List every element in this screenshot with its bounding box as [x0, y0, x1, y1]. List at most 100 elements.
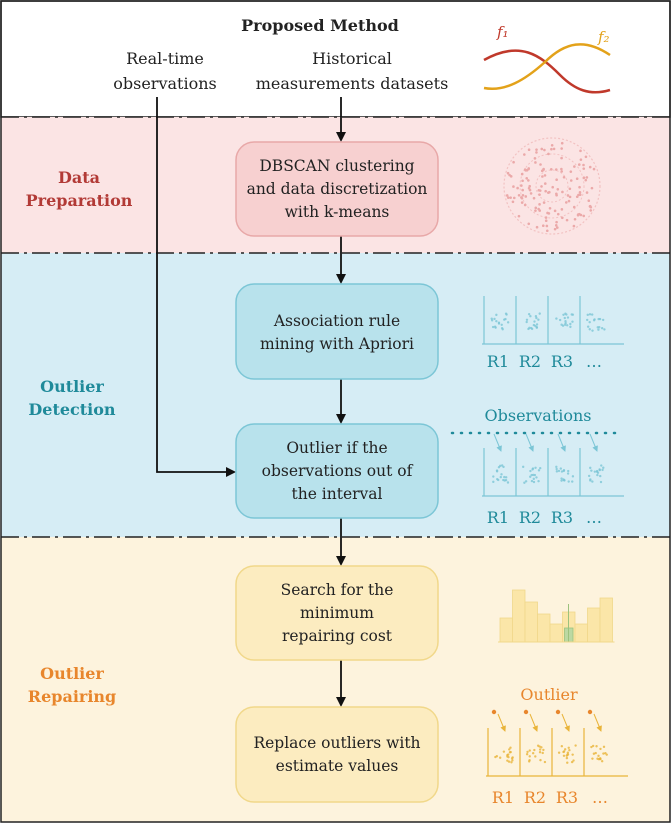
- panel-dot: [503, 318, 506, 321]
- panel-dot: [502, 750, 506, 753]
- cluster-dot: [506, 171, 510, 175]
- cluster-dot: [576, 213, 580, 216]
- box-outlier-check-line1: Outlier if the: [286, 439, 387, 457]
- panel-dot: [566, 472, 570, 475]
- panel-dot: [493, 317, 496, 321]
- panel-dot: [532, 473, 535, 477]
- cluster-dot: [560, 167, 563, 171]
- panel-dot: [530, 326, 533, 330]
- histogram-bar: [524, 601, 538, 643]
- realtime-label-2: observations: [113, 74, 216, 93]
- rule-label-r3-bot: R3: [556, 788, 578, 807]
- cluster-scatter-illustration: [503, 137, 601, 235]
- panel-dot: [534, 755, 537, 758]
- box-search-line1: Search for the: [281, 581, 394, 599]
- panel-dot: [596, 757, 599, 760]
- f1-label: f₁: [496, 23, 509, 41]
- panel-dot: [511, 759, 514, 762]
- cluster-dot: [555, 226, 559, 229]
- page-title: Proposed Method: [241, 16, 399, 35]
- panel-dot: [595, 469, 599, 473]
- arrow-realtime-to-check: [156, 97, 236, 477]
- cluster-dot: [543, 174, 547, 177]
- cluster-dot: [560, 147, 563, 150]
- cluster-dot: [538, 203, 541, 206]
- cluster-dot: [543, 182, 547, 185]
- panel-dot: [568, 748, 571, 752]
- cluster-dot: [508, 173, 511, 177]
- cluster-dot: [509, 196, 512, 199]
- panel-dot: [503, 475, 506, 479]
- panel-arrow: [529, 713, 538, 732]
- panel-dot: [531, 467, 535, 470]
- outlier-dot: [523, 709, 529, 715]
- cluster-dot: [582, 176, 586, 179]
- panel-dot: [586, 325, 590, 328]
- panel-dot: [532, 480, 536, 484]
- panel-dot: [528, 749, 531, 752]
- panel-dot: [557, 469, 561, 473]
- panel-dot: [495, 754, 499, 758]
- box-dbscan-line2: and data discretization: [247, 180, 428, 198]
- rule-label-more-top: …: [586, 352, 602, 371]
- panel-arrow: [589, 433, 598, 452]
- panel-dot: [595, 745, 598, 748]
- historical-label-1: Historical: [312, 49, 392, 68]
- panel-dot: [555, 317, 558, 320]
- rule-label-r3-mid: R3: [551, 508, 573, 527]
- panel-dot: [566, 316, 570, 319]
- cluster-dot: [588, 165, 592, 169]
- cluster-dot: [561, 190, 564, 194]
- cluster-dot: [579, 149, 582, 153]
- panel-dot: [491, 325, 495, 329]
- rule-label-more-mid: …: [586, 508, 602, 527]
- cluster-dot: [582, 167, 586, 170]
- historical-label-2: measurements datasets: [256, 74, 449, 93]
- histogram-bar: [574, 623, 588, 643]
- cluster-dot: [544, 216, 548, 219]
- panel-dot: [598, 326, 601, 329]
- panel-dot: [509, 750, 512, 754]
- panel-dot: [600, 327, 604, 330]
- cluster-dot: [535, 225, 539, 229]
- header-band: [0, 0, 671, 118]
- rule-label-more-bot: …: [592, 788, 608, 807]
- realtime-label-1: Real-time: [126, 49, 204, 68]
- section-outlier-repairing-2: Repairing: [28, 687, 116, 706]
- section-outlier-detection-2: Detection: [28, 400, 116, 419]
- panel-dot: [592, 319, 596, 322]
- panel-dot: [537, 318, 540, 321]
- rule-label-r2-mid: R2: [519, 508, 541, 527]
- cluster-dot: [587, 199, 591, 203]
- panel-dot: [526, 750, 529, 754]
- panel-arrow: [497, 713, 506, 732]
- panel-dot: [506, 759, 509, 762]
- cluster-dot: [582, 163, 585, 167]
- box-outlier-check: Outlier if the observations out of the i…: [235, 423, 439, 519]
- panel-dot: [562, 754, 566, 757]
- panel-arrow: [561, 713, 570, 732]
- cluster-dot: [584, 155, 588, 159]
- panel-dot: [533, 320, 536, 323]
- panel-dot: [586, 313, 589, 317]
- panel-dot: [534, 315, 538, 318]
- panel-dot: [590, 469, 593, 472]
- panel-dot: [527, 312, 531, 316]
- panel-dot: [589, 479, 592, 482]
- rule-label-r2-bot: R2: [524, 788, 546, 807]
- panel-dot: [566, 761, 569, 764]
- panel-dot: [538, 312, 541, 315]
- cluster-dot: [548, 206, 552, 210]
- cluster-dot: [539, 163, 542, 166]
- panel-dot: [563, 479, 566, 482]
- cluster-dot: [551, 185, 555, 189]
- cluster-dot: [575, 195, 579, 199]
- cluster-dot: [540, 147, 544, 151]
- panel-dot: [571, 320, 574, 323]
- cluster-dot: [538, 193, 541, 196]
- rule-label-r1-mid: R1: [487, 508, 509, 527]
- panel-dot: [507, 755, 510, 759]
- cluster-dot: [578, 190, 582, 194]
- cluster-dot: [523, 153, 526, 156]
